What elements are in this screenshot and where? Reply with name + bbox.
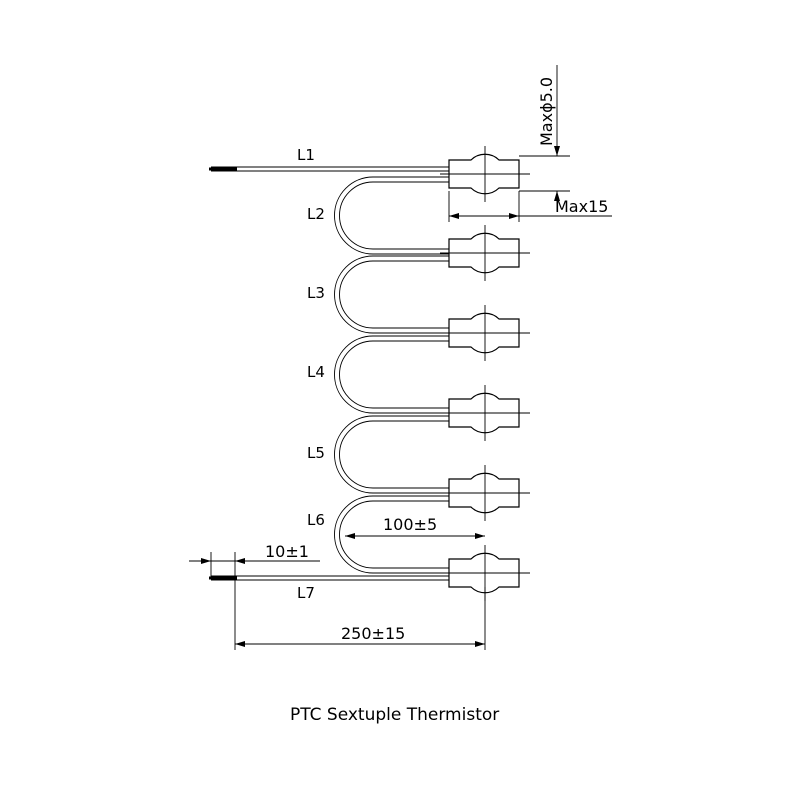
pitch-label: 100±5 <box>383 515 437 534</box>
thermistor-4 <box>440 385 530 441</box>
wire-loop-l5 <box>334 415 449 494</box>
overall-length-label: 250±15 <box>341 624 405 643</box>
thermistor-2 <box>440 225 530 281</box>
dimension-strip-length: 10±1 <box>189 542 320 650</box>
lead-wire-l7 <box>209 575 449 581</box>
wire-label-l4: L4 <box>307 363 325 381</box>
connecting-wires <box>334 176 449 574</box>
max-length-label: Max15 <box>555 197 608 216</box>
thermistor-1 <box>440 146 530 202</box>
wire-loop-l3 <box>334 255 449 334</box>
thermistor-3 <box>440 305 530 361</box>
wire-loop-l4 <box>334 335 449 414</box>
wire-loop-l2 <box>334 176 449 255</box>
wire-loop-l6 <box>334 495 449 574</box>
wire-label-l5: L5 <box>307 444 325 462</box>
dimension-max-length: Max15 <box>448 191 612 222</box>
wire-label-l1: L1 <box>297 146 315 164</box>
thermistor-5 <box>440 465 530 521</box>
strip-length-label: 10±1 <box>265 542 309 561</box>
max-diameter-label: Maxϕ5.0 <box>537 77 556 146</box>
dimension-overall-length: 250±15 <box>235 587 486 650</box>
lead-wire-l1 <box>209 166 449 172</box>
wire-labels: L1 L2 L3 L4 L5 L6 L7 <box>297 146 325 602</box>
wire-label-l3: L3 <box>307 284 325 302</box>
dimension-pitch: 100±5 <box>345 515 485 539</box>
diagram-caption: PTC Sextuple Thermistor <box>290 705 499 725</box>
thermistor-elements <box>440 146 530 601</box>
wire-label-l2: L2 <box>307 205 325 223</box>
wire-label-l7: L7 <box>297 584 315 602</box>
wire-label-l6: L6 <box>307 511 325 529</box>
dimension-max-diameter: Maxϕ5.0 <box>519 65 570 212</box>
